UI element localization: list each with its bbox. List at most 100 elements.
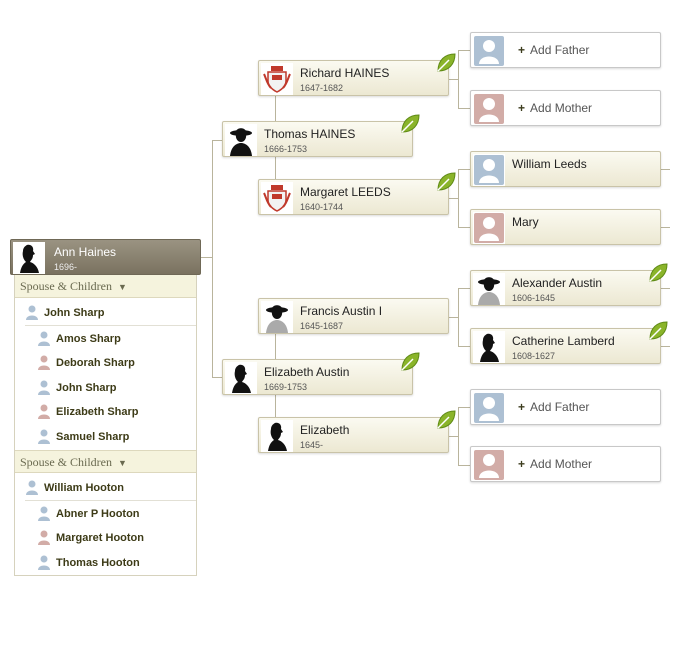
- person-card-margaret-leeds[interactable]: Margaret LEEDS 1640-1744: [258, 172, 456, 215]
- leaf-hint-icon[interactable]: [435, 171, 457, 193]
- male-placeholder-photo: [473, 35, 505, 67]
- child-row[interactable]: Abner P Hooton: [15, 502, 196, 526]
- female-person-icon: [38, 355, 50, 370]
- child-row[interactable]: Thomas Hooton: [15, 551, 196, 575]
- add-label: Add Father: [530, 400, 590, 414]
- silhouette-photo: [13, 242, 45, 274]
- person-name: Elizabeth: [300, 423, 350, 437]
- silhouette-photo: [225, 362, 257, 394]
- root-person-card[interactable]: Ann Haines 1696-: [10, 239, 201, 275]
- person-name: Margaret LEEDS: [300, 185, 391, 199]
- add-mother-button[interactable]: + Add Mother: [470, 446, 661, 482]
- child-row[interactable]: Margaret Hooton: [15, 526, 196, 550]
- person-dates: 1645-1687: [300, 321, 344, 331]
- child-row[interactable]: Deborah Sharp: [15, 351, 196, 375]
- person-dates: 1640-1744: [300, 202, 344, 212]
- female-placeholder-photo: [473, 212, 505, 244]
- spouse-row[interactable]: William Hooton: [15, 476, 196, 500]
- person-name: Ann Haines: [54, 245, 117, 259]
- plus-icon: +: [518, 400, 526, 414]
- person-card-catherine-lamberd[interactable]: Catherine Lamberd 1608-1627: [470, 321, 668, 364]
- child-row[interactable]: John Sharp: [15, 376, 196, 400]
- child-name: Samuel Sharp: [56, 431, 130, 443]
- person-name: Mary: [512, 215, 539, 229]
- person-dates: 1666-1753: [264, 144, 308, 154]
- child-row[interactable]: Elizabeth Sharp: [15, 400, 196, 424]
- person-dates: 1647-1682: [300, 83, 344, 93]
- person-card-mary[interactable]: Mary: [470, 209, 661, 245]
- person-name: Elizabeth Austin: [264, 365, 350, 379]
- portrait-photo: [261, 301, 293, 333]
- child-row[interactable]: Amos Sharp: [15, 327, 196, 351]
- child-name: Amos Sharp: [56, 333, 121, 345]
- plus-icon: +: [518, 101, 526, 115]
- family-heading-2[interactable]: Spouse & Children ▼: [15, 450, 196, 473]
- chevron-down-icon: ▼: [118, 458, 127, 468]
- spouse-row[interactable]: John Sharp: [15, 301, 196, 325]
- female-person-icon: [38, 404, 50, 419]
- child-name: Margaret Hooton: [56, 532, 144, 544]
- male-placeholder-photo: [473, 392, 505, 424]
- person-card-elizabeth[interactable]: Elizabeth 1645-: [258, 410, 456, 453]
- leaf-hint-icon[interactable]: [435, 52, 457, 74]
- person-name: Richard HAINES: [300, 66, 390, 80]
- silhouette-photo: [261, 420, 293, 452]
- person-dates: 1606-1645: [512, 293, 556, 303]
- family-heading-1[interactable]: Spouse & Children ▼: [15, 275, 196, 298]
- person-card-richard-haines[interactable]: Richard HAINES 1647-1682: [258, 53, 456, 96]
- person-dates: 1608-1627: [512, 351, 556, 361]
- person-name: Catherine Lamberd: [512, 334, 615, 348]
- add-label: Add Mother: [530, 101, 593, 115]
- family-heading-label: Spouse & Children: [20, 279, 112, 293]
- divider: [25, 500, 196, 501]
- silhouette-photo: [473, 331, 505, 363]
- female-person-icon: [38, 530, 50, 545]
- child-name: Elizabeth Sharp: [56, 406, 139, 418]
- person-dates: 1645-: [300, 440, 324, 450]
- male-person-icon: [38, 380, 50, 395]
- male-person-icon: [26, 480, 38, 495]
- person-dates: 1696-: [54, 262, 78, 272]
- leaf-hint-icon[interactable]: [435, 409, 457, 431]
- add-father-button[interactable]: + Add Father: [470, 389, 661, 425]
- plus-icon: +: [518, 43, 526, 57]
- spouse-name: John Sharp: [44, 307, 105, 319]
- coat-of-arms-photo: [261, 63, 293, 95]
- spouse-name: William Hooton: [44, 482, 124, 494]
- male-person-icon: [38, 506, 50, 521]
- portrait-photo: [225, 124, 257, 156]
- family-heading-label: Spouse & Children: [20, 455, 112, 469]
- male-placeholder-photo: [473, 154, 505, 186]
- male-person-icon: [38, 555, 50, 570]
- child-name: Thomas Hooton: [56, 557, 140, 569]
- person-name: Thomas HAINES: [264, 127, 356, 141]
- add-label: Add Mother: [530, 457, 593, 471]
- person-card-william-leeds[interactable]: William Leeds: [470, 151, 661, 187]
- leaf-hint-icon[interactable]: [399, 113, 421, 135]
- spouse-children-panel: Spouse & Children ▼ John Sharp Amos Shar…: [14, 275, 197, 576]
- plus-icon: +: [518, 457, 526, 471]
- person-card-thomas-haines[interactable]: Thomas HAINES 1666-1753: [222, 114, 420, 157]
- person-card-elizabeth-austin[interactable]: Elizabeth Austin 1669-1753: [222, 352, 420, 395]
- divider: [25, 325, 196, 326]
- add-label: Add Father: [530, 43, 590, 57]
- child-name: Deborah Sharp: [56, 357, 135, 369]
- male-person-icon: [38, 429, 50, 444]
- portrait-photo: [473, 273, 505, 305]
- person-name: William Leeds: [512, 157, 587, 171]
- female-placeholder-photo: [473, 93, 505, 125]
- child-name: Abner P Hooton: [56, 508, 140, 520]
- person-name: Francis Austin I: [300, 304, 383, 318]
- add-mother-button[interactable]: + Add Mother: [470, 90, 661, 126]
- leaf-hint-icon[interactable]: [647, 262, 669, 284]
- male-person-icon: [38, 331, 50, 346]
- leaf-hint-icon[interactable]: [399, 351, 421, 373]
- male-person-icon: [26, 305, 38, 320]
- add-father-button[interactable]: + Add Father: [470, 32, 661, 68]
- person-card-alexander-austin[interactable]: Alexander Austin 1606-1645: [470, 263, 668, 306]
- child-row[interactable]: Samuel Sharp: [15, 425, 196, 449]
- leaf-hint-icon[interactable]: [647, 320, 669, 342]
- person-card-francis-austin[interactable]: Francis Austin I 1645-1687: [258, 298, 449, 334]
- chevron-down-icon: ▼: [118, 282, 127, 292]
- person-dates: 1669-1753: [264, 382, 308, 392]
